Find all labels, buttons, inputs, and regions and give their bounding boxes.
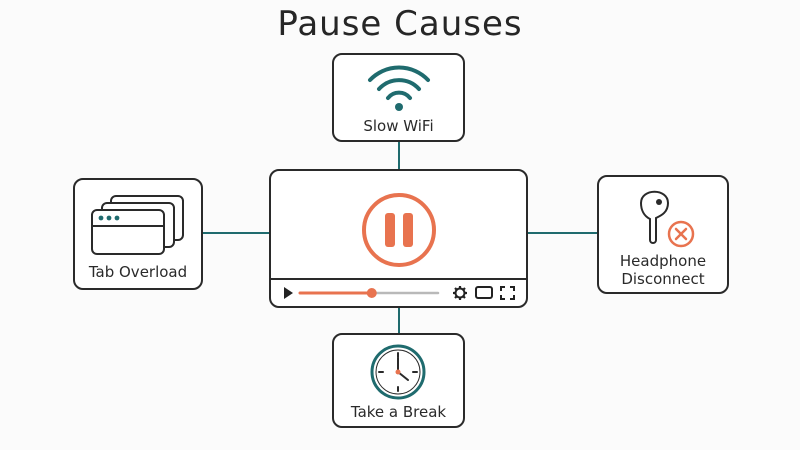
browser-tabs-icon xyxy=(91,195,184,255)
slow-wifi-label: Slow WiFi xyxy=(363,117,434,135)
gear-icon[interactable] xyxy=(453,286,467,300)
diagram-title: Pause Causes xyxy=(277,4,523,44)
headphone-label: Headphone xyxy=(619,252,707,270)
cause-slow-wifi xyxy=(332,53,465,142)
disconnect-label: Disconnect xyxy=(621,270,705,288)
video-player[interactable] xyxy=(269,169,528,308)
cause-tab-overload xyxy=(73,178,203,290)
wifi-icon xyxy=(368,65,430,111)
screen-icon[interactable] xyxy=(475,286,493,299)
fullscreen-icon[interactable] xyxy=(500,286,515,300)
pause-button-icon[interactable] xyxy=(362,193,436,267)
take-a-break-label: Take a Break xyxy=(350,403,447,421)
clock-icon xyxy=(370,344,426,400)
tab-overload-label: Tab Overload xyxy=(88,263,188,281)
progress-knob[interactable] xyxy=(366,288,377,298)
connectors xyxy=(202,141,598,334)
cause-take-a-break xyxy=(332,333,465,428)
cause-headphone-disconnect xyxy=(597,175,729,294)
play-icon[interactable] xyxy=(284,287,293,299)
earbud-disconnect-icon xyxy=(639,190,695,248)
